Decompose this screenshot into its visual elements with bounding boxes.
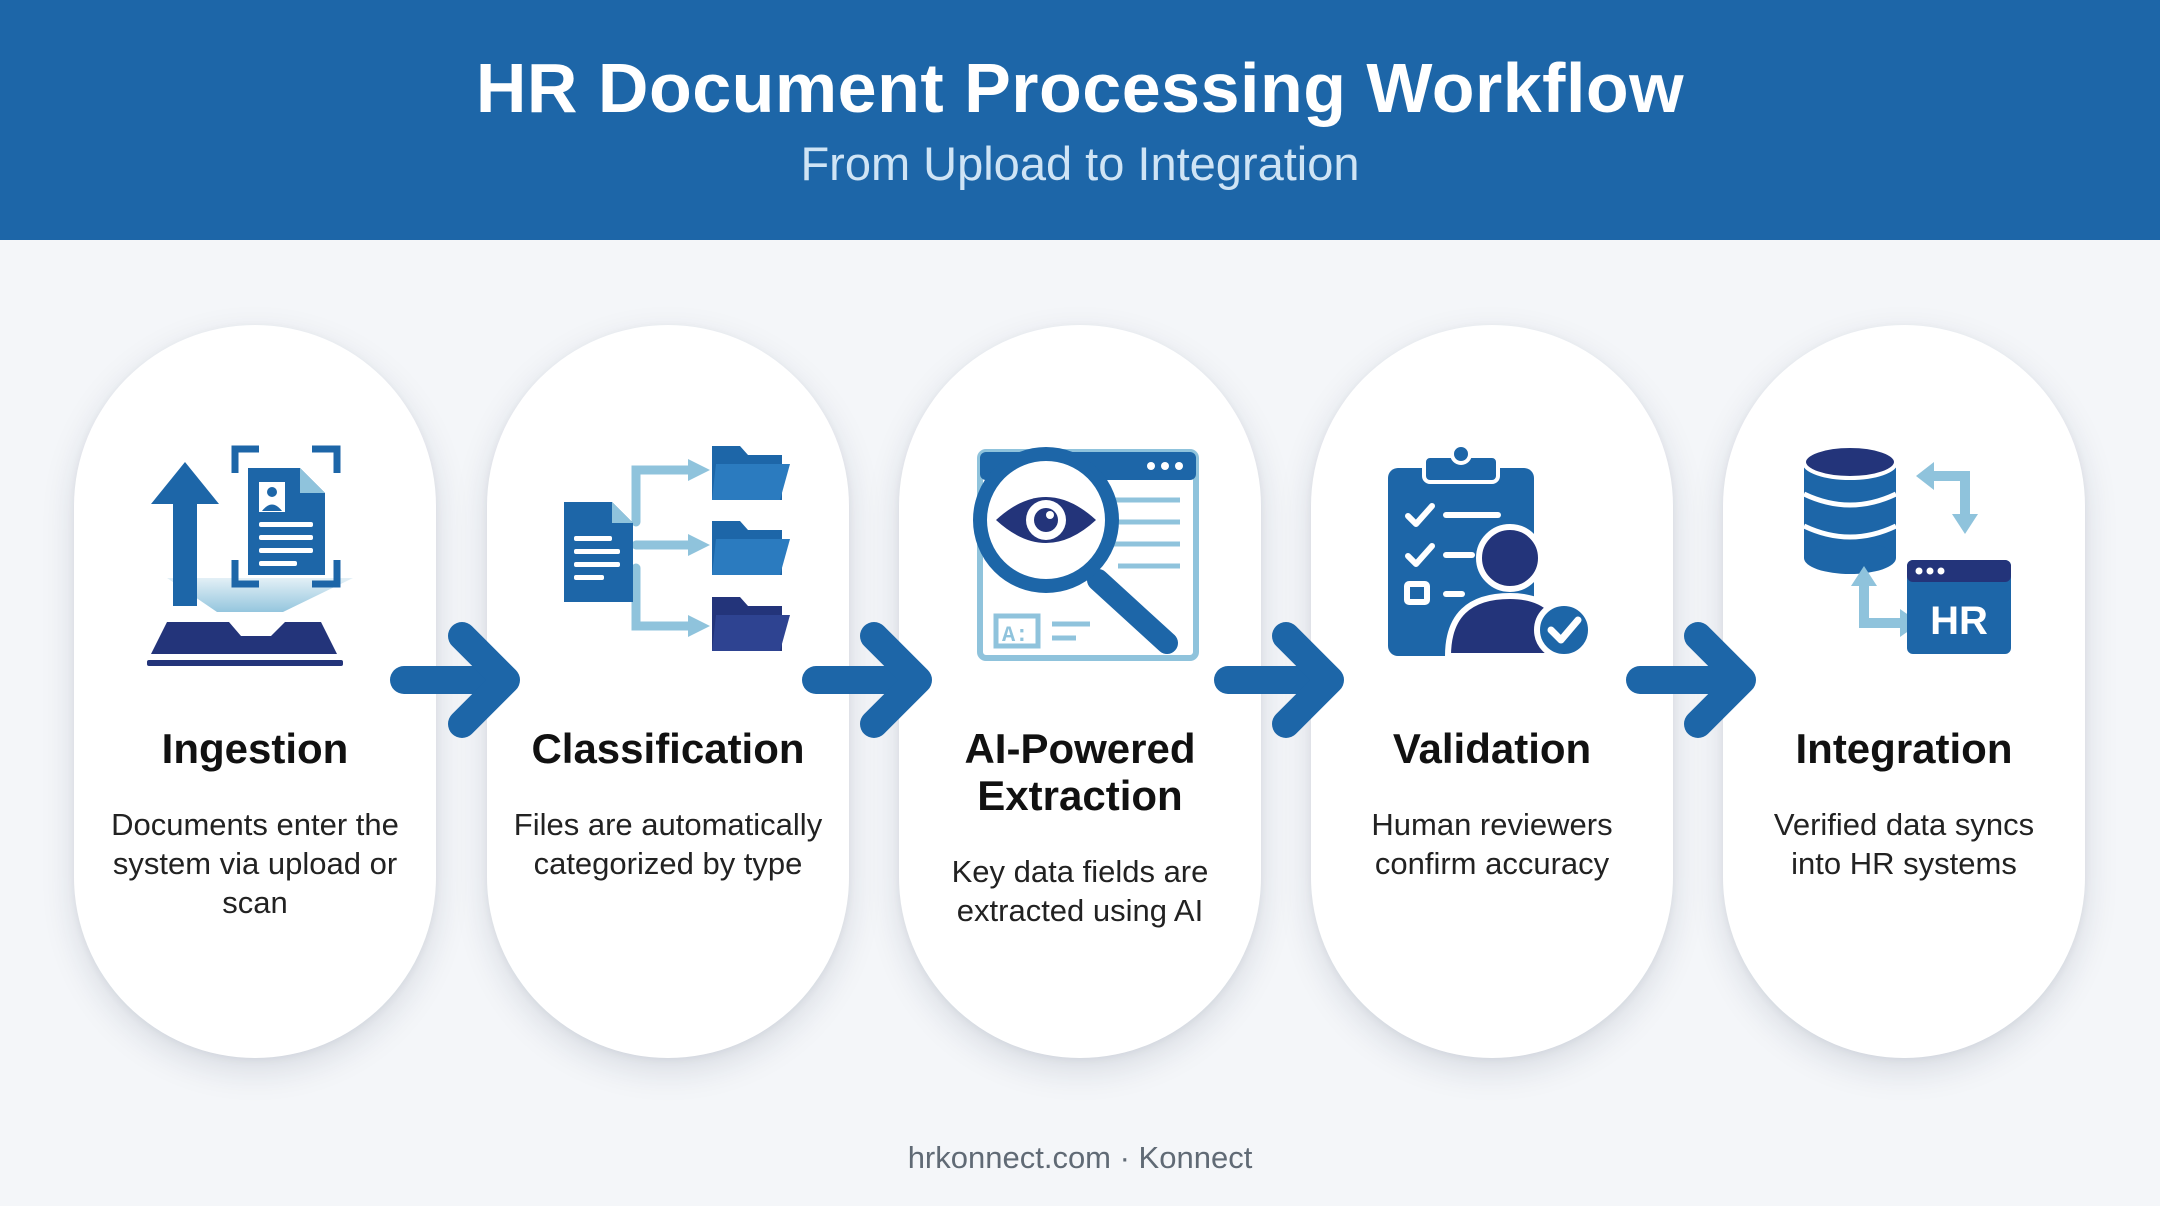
step-description: Key data fields are extracted using AI <box>951 854 1209 928</box>
magnifier-eye-document-icon: A: <box>940 440 1220 670</box>
hr-icon-label: HR <box>1930 599 1988 643</box>
page-title: HR Document Processing Workflow <box>475 49 1685 127</box>
step-title: Classification <box>531 725 805 772</box>
flow-arrow-icon <box>1626 622 1756 738</box>
database-sync-hr-icon: HR <box>1764 440 2044 670</box>
flow-arrow-icon <box>802 622 932 738</box>
step-card-classification: Classification Files are automatically c… <box>487 325 849 1058</box>
step-card-integration: HR Integration Verified data syncs into … <box>1723 325 2085 1058</box>
upload-document-scan-icon <box>115 440 395 670</box>
step-card-ai-extraction: A: AI-Powered Extraction Key data fields… <box>899 325 1261 1058</box>
header-banner: HR Document Processing Workflow From Upl… <box>0 0 2160 240</box>
step-description: Documents enter the system via upload or… <box>111 807 399 920</box>
step-description: Files are automatically categorized by t… <box>513 807 823 881</box>
clipboard-checklist-reviewer-icon <box>1352 440 1632 670</box>
step-description: Human reviewers confirm accuracy <box>1371 807 1613 881</box>
footer-credit: hrkonnect.com · Konnect <box>907 1140 1253 1175</box>
step-card-validation: Validation Human reviewers confirm accur… <box>1311 325 1673 1058</box>
step-title: Ingestion <box>161 725 349 772</box>
step-card-ingestion: Ingestion Documents enter the system via… <box>74 325 436 1058</box>
step-title: Integration <box>1795 725 2013 772</box>
svg-text:A:: A: <box>1002 623 1028 648</box>
document-sort-folders-icon <box>528 440 808 670</box>
step-title: Validation <box>1392 725 1592 772</box>
flow-arrow-icon <box>1214 622 1344 738</box>
page-subtitle: From Upload to Integration <box>800 137 1360 190</box>
step-description: Verified data syncs into HR systems <box>1773 807 2035 881</box>
step-title: AI-Powered Extraction <box>964 725 1196 819</box>
flow-arrow-icon <box>390 622 520 738</box>
